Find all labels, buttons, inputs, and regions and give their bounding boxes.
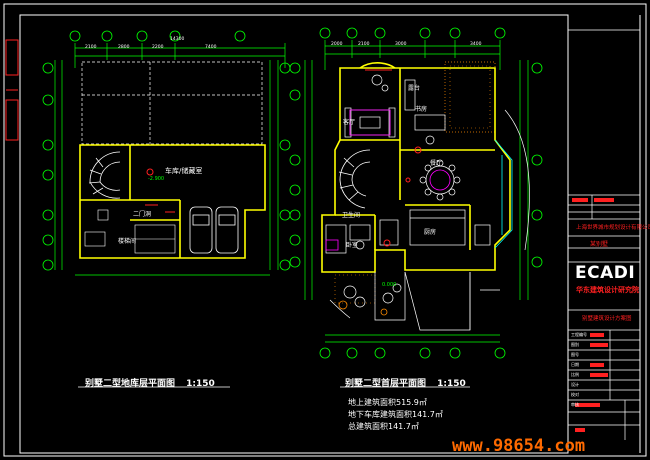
- area-line: 总建筑面积141.7㎡: [348, 422, 419, 431]
- drawing-name: 别墅建筑设计方案图: [582, 316, 632, 322]
- room-label-second-room: 二门洞: [133, 211, 152, 218]
- watermark: www.98654.com: [452, 436, 586, 456]
- spiral-stair: [338, 149, 371, 209]
- field-label: 日期: [571, 362, 579, 367]
- dining-table: [419, 159, 461, 201]
- field-label: 设计: [571, 382, 579, 387]
- left-margin-notes: [5, 39, 19, 141]
- dim-text: 2800: [118, 45, 130, 50]
- room-label-garage: 车库/储藏室: [165, 167, 203, 175]
- field-label: 校对: [571, 392, 579, 397]
- room-label-bath: 卫生间: [342, 212, 361, 219]
- dim-text: 2000: [331, 42, 343, 47]
- dim-text: 3000: [395, 42, 407, 47]
- plan-scale: 1:150: [437, 379, 466, 389]
- sheet-border: [3, 3, 647, 457]
- room-label-bedroom: 卧室: [346, 242, 359, 249]
- dim-text: 2100: [358, 42, 370, 47]
- plan-scale: 1:150: [186, 379, 215, 389]
- area-line: 地下车库建筑面积141.7㎡: [348, 410, 443, 419]
- plan-title-basement: 别墅二型地库层平面图 1:150: [85, 376, 215, 389]
- field-label: 审核: [571, 402, 579, 407]
- sofa-set: [344, 74, 396, 138]
- plan-title-text: 别墅二型首层平面图: [345, 379, 427, 389]
- room-label-living: 客厅: [343, 119, 356, 126]
- project-name: 某别墅: [590, 241, 609, 248]
- field-label: 比例: [571, 372, 579, 377]
- title-block-marks: [572, 198, 614, 432]
- title-block: [568, 29, 640, 440]
- dim-text: 7400: [205, 45, 217, 50]
- elevation-mark: 0.000: [382, 282, 397, 288]
- dim-text: 2200: [152, 45, 164, 50]
- dim-total: 14300: [170, 37, 185, 42]
- company-name: 上海世界城市规划设计有限公司: [576, 225, 650, 231]
- dim-text: 2100: [85, 45, 97, 50]
- ground-floor-plan: [289, 27, 543, 359]
- car-icon: [189, 206, 239, 254]
- room-label-kitchen: 厨房: [424, 229, 437, 236]
- institute-name: 华东建筑设计研究院: [576, 286, 639, 294]
- field-label: 工程编号: [571, 332, 587, 337]
- room-label-stair: 楼梯间: [118, 238, 137, 245]
- field-label: 图号: [571, 352, 579, 357]
- dim-text: 3400: [470, 42, 482, 47]
- room-label-study: 书房: [415, 106, 428, 113]
- spiral-stair: [88, 151, 121, 199]
- area-line: 地上建筑面积515.9㎡: [348, 398, 427, 407]
- field-label: 图别: [571, 342, 579, 347]
- elevation-mark: -2.900: [148, 176, 165, 182]
- room-label-terrace: 露台: [408, 85, 421, 92]
- room-label-dining: 餐厅: [430, 160, 443, 167]
- basement-plan: [42, 30, 291, 276]
- company-logo: ECADI: [575, 263, 636, 283]
- plan-title-text: 别墅二型地库层平面图: [85, 379, 176, 389]
- plan-title-ground: 别墅二型首层平面图 1:150: [345, 376, 466, 389]
